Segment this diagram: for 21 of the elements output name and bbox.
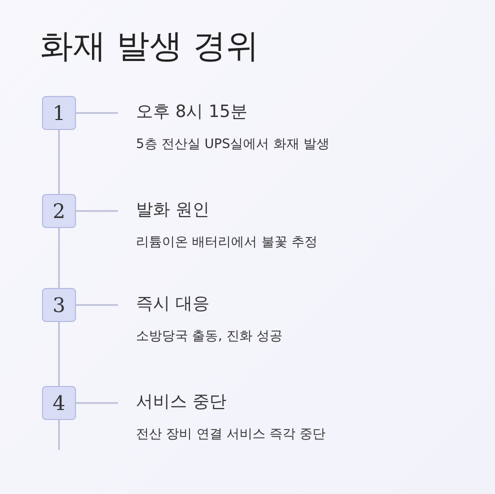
step-description: 5층 전산실 UPS실에서 화재 발생	[136, 136, 330, 153]
step-description: 소방당국 출동, 진화 성공	[136, 328, 283, 345]
connector-line	[58, 130, 60, 194]
connector-line	[76, 210, 118, 212]
step-heading: 오후 8시 15분	[136, 101, 248, 123]
step-description: 리튬이온 배터리에서 불꽃 추정	[136, 234, 318, 251]
step-number: 4	[42, 386, 76, 420]
step-heading: 즉시 대응	[136, 293, 210, 315]
step-number: 1	[42, 96, 76, 130]
step-heading: 발화 원인	[136, 199, 210, 221]
step-number: 3	[42, 288, 76, 322]
diagram-title: 화재 발생 경위	[40, 25, 259, 67]
connector-line	[76, 304, 118, 306]
step-description: 전산 장비 연결 서비스 즉각 중단	[136, 426, 326, 443]
connector-line	[58, 322, 60, 386]
step-heading: 서비스 중단	[136, 391, 226, 413]
step-number: 2	[42, 194, 76, 228]
connector-line	[76, 112, 118, 114]
connector-line	[58, 228, 60, 288]
connector-line	[76, 402, 118, 404]
connector-line	[58, 420, 60, 450]
